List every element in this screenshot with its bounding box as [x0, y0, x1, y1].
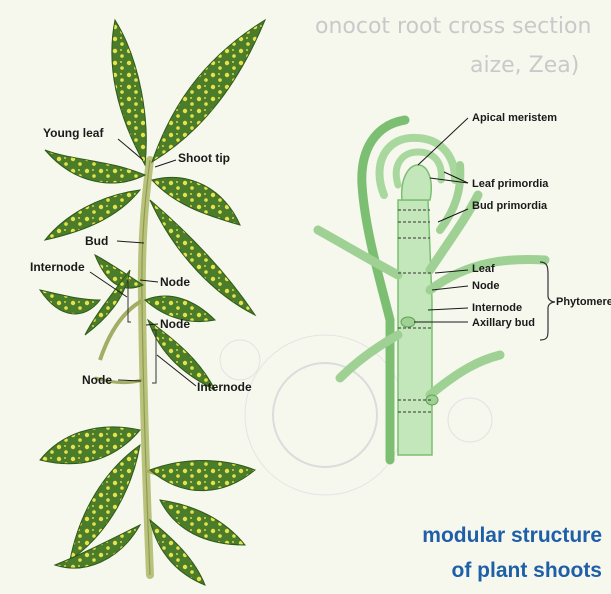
label-axillary-bud: Axillary bud	[472, 317, 535, 329]
ghost-cell	[448, 398, 492, 442]
leaf	[152, 20, 265, 162]
leaf	[45, 190, 140, 240]
label-node-middle: Node	[160, 317, 190, 331]
label-internode-lower: Internode	[197, 380, 252, 394]
label-bud-primordia: Bud primordia	[472, 200, 548, 212]
label-shoot-tip: Shoot tip	[178, 151, 230, 165]
label-node-upper: Node	[160, 275, 190, 289]
label-apical-meristem: Apical meristem	[472, 112, 557, 124]
label-internode-upper: Internode	[30, 260, 85, 274]
caption-line1: modular structure	[422, 524, 602, 547]
label-node-lower: Node	[82, 373, 112, 387]
ghost-root-section-outer	[245, 335, 405, 495]
schematic-axillary-bud	[401, 317, 415, 327]
leaf	[160, 500, 245, 545]
leaf	[45, 150, 145, 183]
background-title-line2: aize, Zea)	[470, 53, 579, 78]
shoot-schematic: Apical meristem Leaf primordia Bud primo…	[318, 112, 611, 460]
leaf	[112, 20, 146, 165]
plant-illustration: Young leaf Shoot tip Bud Internode Node …	[30, 20, 265, 585]
schematic-leaf	[318, 230, 398, 275]
phytomere-bracket	[540, 262, 555, 340]
caption-line2: of plant shoots	[452, 559, 603, 582]
leaf	[150, 461, 255, 491]
ghost-root-section	[273, 363, 377, 467]
background-title-line1: onocot root cross section	[315, 14, 591, 39]
label-leaf: Leaf	[472, 263, 495, 275]
leaf	[40, 290, 100, 314]
ghost-cell	[220, 340, 260, 380]
label-young-leaf: Young leaf	[43, 126, 104, 140]
leaf	[95, 255, 143, 288]
schematic-leaf	[430, 355, 500, 395]
label-internode: Internode	[472, 302, 522, 314]
label-bud: Bud	[85, 234, 108, 248]
label-phytomere: Phytomere	[556, 296, 611, 308]
schematic-apical-dome	[402, 165, 432, 200]
label-leaf-primordia: Leaf primordia	[472, 178, 549, 190]
label-node: Node	[472, 280, 500, 292]
